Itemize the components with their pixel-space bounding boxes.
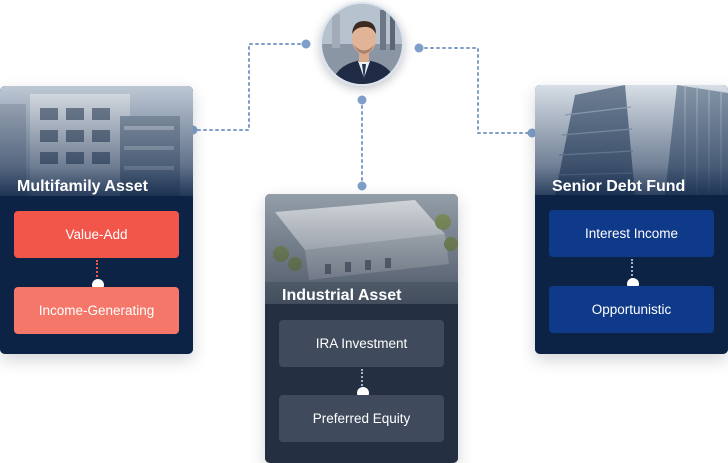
option-link (361, 369, 363, 393)
connector-to-senior-debt (418, 47, 533, 134)
connector-to-multifamily (192, 43, 307, 131)
connector-dot (414, 43, 424, 53)
option-link (631, 259, 633, 283)
card-title: Multifamily Asset (17, 178, 148, 195)
option-value-add[interactable]: Value-Add (14, 211, 179, 258)
card-title: Industrial Asset (282, 287, 402, 304)
connector-dot (301, 39, 311, 49)
investor-avatar (320, 2, 404, 86)
industrial-asset-card[interactable]: Industrial Asset IRA Investment Preferre… (265, 194, 458, 463)
option-link (96, 260, 98, 284)
option-preferred-equity[interactable]: Preferred Equity (279, 395, 444, 442)
option-opportunistic[interactable]: Opportunistic (549, 286, 714, 333)
option-interest-income[interactable]: Interest Income (549, 210, 714, 257)
connector-dot (357, 95, 367, 105)
card-title: Senior Debt Fund (552, 178, 686, 195)
connector-dot (357, 181, 367, 191)
option-income-generating[interactable]: Income-Generating (14, 287, 179, 334)
senior-debt-fund-card[interactable]: Senior Debt Fund Interest Income Opportu… (535, 85, 728, 354)
person-portrait-icon (322, 4, 402, 84)
option-ira-investment[interactable]: IRA Investment (279, 320, 444, 367)
multifamily-asset-card[interactable]: Multifamily Asset Value-Add Income-Gener… (0, 86, 193, 354)
